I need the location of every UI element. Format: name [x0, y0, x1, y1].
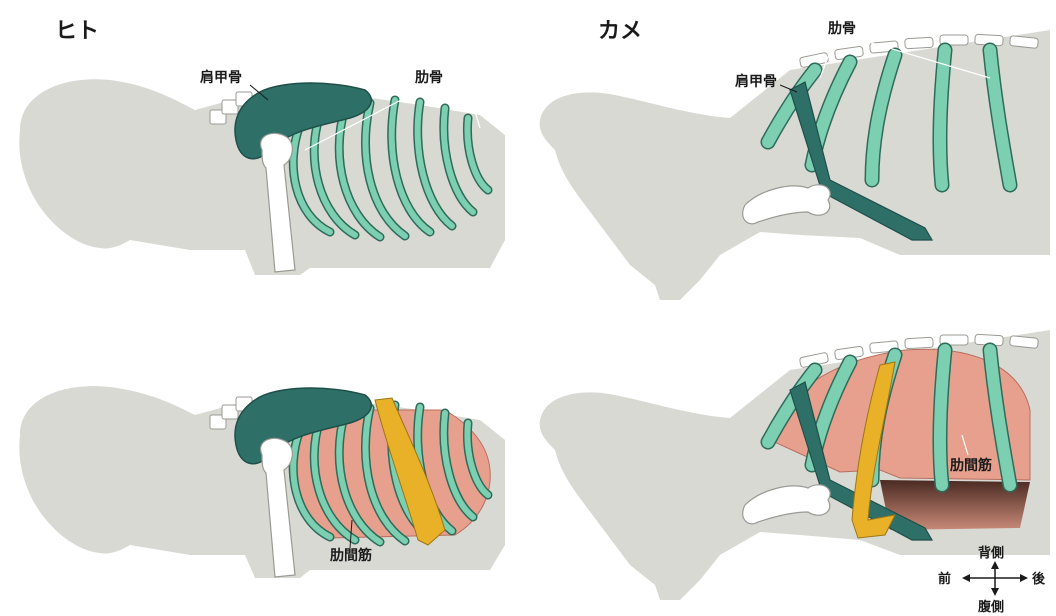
- human-bottom-illustration: [19, 386, 505, 578]
- human-top-illustration: [19, 79, 505, 275]
- compass-dorsal-label: 背側: [978, 545, 1004, 561]
- compass-up-arrowhead: [991, 561, 999, 569]
- compass-down-arrowhead: [991, 588, 999, 596]
- orientation-compass: 背側 腹側 前 後: [938, 545, 1046, 615]
- compass-anterior-label: 前: [938, 571, 951, 587]
- turtle-panel-title: カメ: [598, 19, 642, 44]
- human-scapula-label: 肩甲骨: [200, 69, 242, 86]
- compass-right-arrowhead: [1020, 574, 1028, 582]
- compass-posterior-label: 後: [1032, 571, 1046, 587]
- turtle-scapula-label: 肩甲骨: [735, 73, 777, 90]
- turtle-top-illustration: [540, 30, 1050, 300]
- compass-left-arrowhead: [962, 574, 970, 582]
- turtle-rib-label: 肋骨: [828, 20, 856, 37]
- human-intercostal-label: 肋間筋: [330, 547, 372, 564]
- compass-ventral-label: 腹側: [978, 599, 1004, 615]
- turtle-intercostal-label: 肋間筋: [950, 457, 992, 474]
- human-rib-label: 肋骨: [415, 69, 443, 86]
- human-panel-title: ヒト: [55, 19, 99, 44]
- turtle-top-silhouette: [540, 30, 1050, 300]
